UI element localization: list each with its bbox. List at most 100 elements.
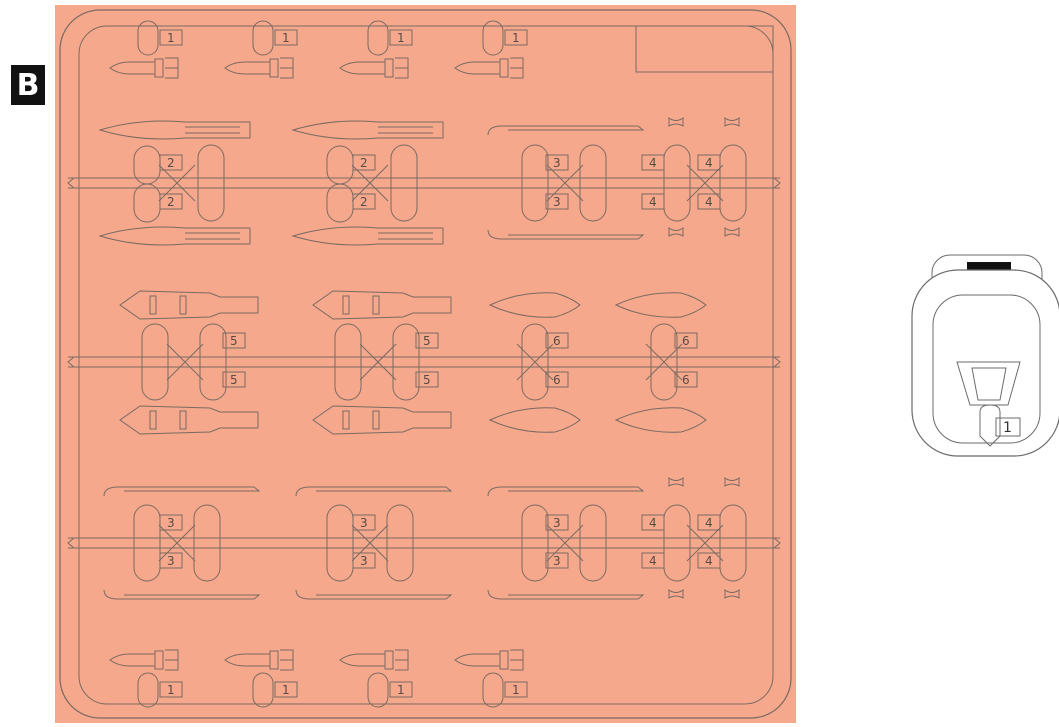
sprue-c: 1 (911, 254, 1059, 457)
part-number: 1 (167, 683, 175, 697)
runner-junction (351, 524, 389, 562)
medium-bomb-body (119, 405, 259, 435)
part-number: 3 (553, 195, 561, 209)
part-number-label: 4 (697, 514, 721, 531)
part-pylon (295, 589, 453, 600)
part-drop-tank (488, 292, 581, 318)
part-number: 3 (553, 516, 561, 530)
part-number-label: 5 (222, 332, 246, 349)
part-small-bomb (224, 649, 294, 671)
part-number-label: 2 (352, 193, 376, 210)
sprue-gate (719, 504, 747, 582)
sprue-b-badge: B (11, 65, 45, 105)
medium-bomb-lug (372, 295, 380, 315)
part-1-gate (482, 672, 504, 708)
medium-bomb-body (119, 290, 259, 320)
sprue-gate (392, 323, 420, 401)
small-bomb-band (499, 58, 509, 78)
part-small-bomb (339, 57, 409, 79)
medium-bomb-lug (372, 410, 380, 430)
part-number-box (674, 371, 698, 388)
part-number-box (274, 29, 298, 46)
part-number-label: 4 (641, 514, 665, 531)
part-number: 6 (682, 373, 690, 387)
part-number-box (641, 154, 665, 171)
part-number: 5 (230, 373, 238, 387)
part-1-gate (482, 20, 504, 56)
part-number: 6 (553, 334, 561, 348)
small-bomb-band (154, 58, 164, 78)
part-number-label: 5 (415, 371, 439, 388)
part-number-box (222, 332, 246, 349)
part-number: 3 (553, 554, 561, 568)
part-number: 1 (282, 31, 290, 45)
part-number-label: 1 (389, 681, 413, 698)
runner-junction (686, 164, 724, 202)
part-number-label: 1 (274, 29, 298, 46)
part-number-label: 4 (641, 552, 665, 569)
sprue-c-outer-frame (911, 269, 1059, 457)
part-large-bomb (98, 120, 251, 140)
junction-diagonal (158, 524, 196, 562)
part-number-label: 3 (159, 514, 183, 531)
part-number-label: 3 (545, 552, 569, 569)
junction-diagonal (166, 343, 204, 381)
sprue-gate (141, 323, 169, 401)
large-bomb-body (291, 120, 444, 140)
part-number-box (159, 681, 183, 698)
medium-bomb-lug (342, 295, 350, 315)
pylon-body (487, 125, 645, 136)
part-number-box (389, 681, 413, 698)
part-drop-tank (614, 407, 707, 433)
part-1-gate (367, 672, 389, 708)
part-number: 4 (705, 156, 713, 170)
part-number-label: 2 (159, 193, 183, 210)
part-number-box (641, 193, 665, 210)
runner-end-right (773, 356, 781, 368)
part-number-label: 1 (274, 681, 298, 698)
part-number-label: 3 (545, 193, 569, 210)
part-medium-bomb (312, 405, 452, 435)
part-number: 3 (360, 554, 368, 568)
part-number-label: 3 (159, 552, 183, 569)
part-number: 3 (167, 554, 175, 568)
part-number-box (389, 29, 413, 46)
sprue-c-part-number: 1 (1003, 420, 1012, 436)
part-number-box (545, 332, 569, 349)
runner-junction (166, 343, 204, 381)
part-number: 1 (397, 31, 405, 45)
sprue-gate (197, 144, 225, 222)
part-number: 1 (512, 683, 520, 697)
part-number: 4 (649, 195, 657, 209)
part-number-label: 1 (504, 681, 528, 698)
part-sway-brace (668, 477, 684, 487)
part-number-box (274, 681, 298, 698)
part-number-box (545, 154, 569, 171)
part-number: 5 (423, 373, 431, 387)
runner-junction (351, 164, 389, 202)
part-1-gate (137, 672, 159, 708)
junction-diagonal (158, 164, 196, 202)
sprue-gate (521, 144, 549, 222)
sprue-gate (199, 323, 227, 401)
part-number-box (545, 514, 569, 531)
part-pylon (487, 125, 645, 136)
part-number: 3 (360, 516, 368, 530)
large-bomb-body (291, 226, 444, 246)
pylon-body (487, 589, 645, 600)
part-number-label: 6 (674, 371, 698, 388)
part-number-label: 1 (389, 29, 413, 46)
part-number: 4 (649, 516, 657, 530)
large-bomb-body (98, 120, 251, 140)
runner-end-left (67, 537, 75, 549)
part-number: 2 (167, 195, 175, 209)
part-number-label: 2 (159, 154, 183, 171)
part-number-box (697, 552, 721, 569)
small-bomb-band (269, 58, 279, 78)
part-number-box (545, 552, 569, 569)
part-number: 1 (397, 683, 405, 697)
part-drop-tank (488, 407, 581, 433)
part-number: 4 (705, 516, 713, 530)
part-number-box (697, 154, 721, 171)
part-small-bomb (454, 57, 524, 79)
